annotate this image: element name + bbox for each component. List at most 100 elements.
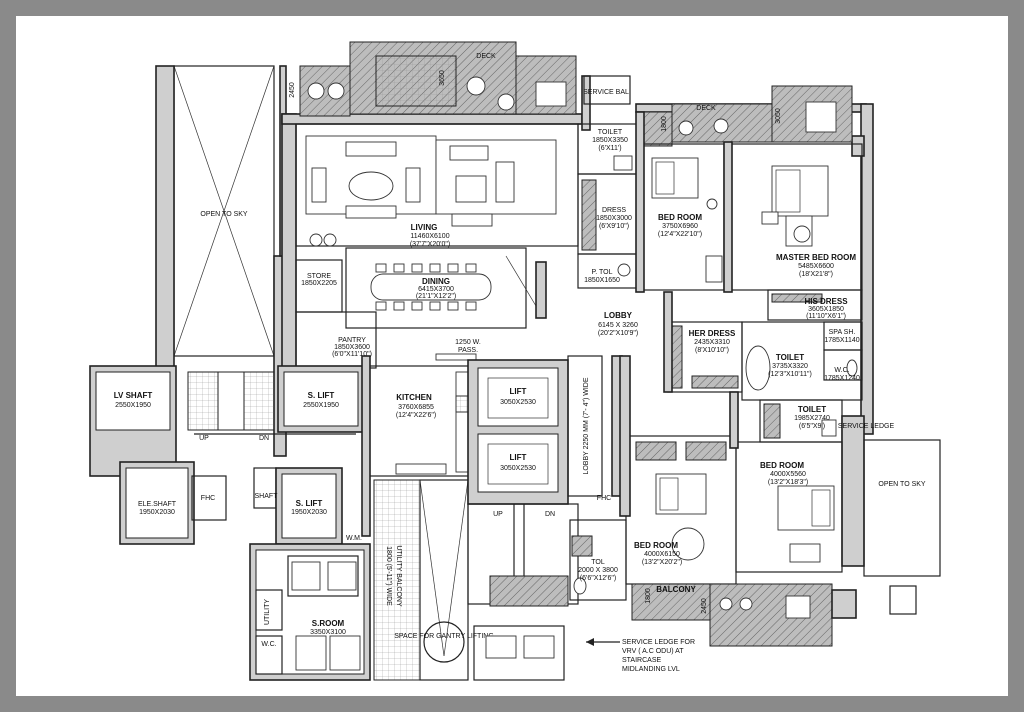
s-lift-bottom-dim: 1950X2030 — [291, 509, 327, 516]
wm-label: W.M. — [346, 535, 362, 542]
kitchen — [365, 365, 475, 477]
dining-room — [345, 247, 537, 329]
bedroom3-dim-ft: (13'2"X18'3") — [768, 479, 808, 486]
servant-block — [249, 543, 371, 681]
master-bed-name: MASTER BED ROOM — [776, 253, 856, 262]
lobby-dim-ft: (20'2"X10'9") — [598, 330, 638, 337]
utility-balcony-name: UTILITY BALCONY — [395, 545, 402, 607]
left-core — [89, 365, 365, 545]
lobby-name: LOBBY — [604, 311, 633, 320]
stair-up-center: UP — [493, 511, 503, 518]
master-bed-dim: 5485X6600 — [798, 263, 834, 270]
wc-master-dim: 1785X1240 — [824, 375, 860, 382]
lift2-dim: 3050X2530 — [500, 465, 536, 472]
dim-2450-bottom: 2450 — [701, 598, 708, 614]
her-dress-dim-ft: (8'X10'10") — [695, 347, 729, 354]
bedroom1-name: BED ROOM — [658, 213, 702, 222]
shaft-name: SHAFT — [255, 493, 279, 500]
living-room — [295, 123, 579, 247]
tol-room — [569, 519, 627, 601]
lift-core — [467, 355, 623, 681]
note-line1: SERVICE LEDGE FOR — [622, 639, 695, 646]
lift2-name: LIFT — [510, 453, 527, 462]
master-bed-dim-ft: (18'X21'8") — [799, 271, 833, 278]
pantry-dim-ft: (6'0"X11'10") — [332, 351, 372, 358]
lv-shaft-name: LV SHAFT — [114, 391, 153, 400]
utility-small-label: UTILITY — [264, 599, 271, 625]
note-line2: VRV ( A.C ODU) AT — [622, 648, 684, 655]
lift1-name: LIFT — [510, 387, 527, 396]
living-dim: 11460X6100 — [410, 233, 449, 240]
bedroom2-name: BED ROOM — [634, 541, 678, 550]
living-name: LIVING — [411, 223, 438, 232]
stair-up-left: UP — [199, 435, 209, 442]
service-bal-label: SERVICE BAL — [583, 89, 629, 96]
s-lift-top-dim: 2550X1950 — [303, 402, 339, 409]
s-room-dim: 3350X3100 — [310, 629, 346, 636]
his-dress-wardrobe — [771, 293, 823, 303]
el-shaft-name: ELE.SHAFT — [138, 501, 177, 508]
lift1-dim: 3050X2530 — [500, 399, 536, 406]
service-ledge-note — [586, 638, 620, 646]
s-lift-bottom-name: S. LIFT — [296, 499, 323, 508]
spa-sh-name: SPA SH. — [829, 329, 856, 336]
bedroom2-dim-ft: (13'2"X20'2") — [642, 559, 682, 566]
his-dress-dim-ft: (11'10"X6'1") — [806, 313, 846, 320]
his-dress-name: HIS DRESS — [804, 297, 848, 306]
gantry-label: SPACE FOR GANTRY LIFTING — [394, 633, 494, 640]
toilet-top-name: TOILET — [598, 129, 623, 136]
service-balcony — [583, 75, 631, 105]
bedroom1-dim: 3750X6960 — [662, 223, 698, 230]
balcony-label: BALCONY — [656, 585, 696, 594]
toilet-master-name: TOILET — [776, 353, 804, 362]
el-shaft-dim: 1950X2030 — [139, 509, 175, 516]
fhc-left: FHC — [201, 495, 215, 502]
toilet-right-dim: 1985X2740 — [794, 415, 830, 422]
dining-dim: 6415X3700 — [418, 286, 454, 293]
interior-walls — [361, 111, 739, 537]
his-dress-dim: 3605X1850 — [808, 306, 844, 313]
his-dress-room — [767, 289, 863, 321]
passage-width: 1250 W. — [455, 339, 481, 346]
dining-dim-ft: (21'1"X12'2") — [416, 293, 456, 300]
lobby-dim: 6145 X 3260 — [598, 322, 638, 329]
tol-dim: 2000 X 3800 — [578, 567, 618, 574]
tol-name: TOL — [591, 559, 605, 566]
bedroom2-dim: 4000X6150 — [644, 551, 680, 558]
tol-dim-ft: (6'6"X12'6") — [580, 575, 616, 582]
floor-plan-frame: OPEN TO SKY DECK 2450 3650 SERVICE BAL D… — [16, 16, 1008, 696]
store-name: STORE — [307, 273, 331, 280]
toilet-top-dim-ft: (6'X11') — [598, 145, 621, 152]
lv-shaft-dim: 2550X1950 — [115, 402, 151, 409]
fhc-center: FHC — [597, 495, 611, 502]
open-to-sky-right — [863, 439, 941, 577]
dim-2450-top: 2450 — [289, 82, 296, 98]
bedroom3-dim: 4000X5560 — [770, 471, 806, 478]
deck-right — [635, 85, 853, 147]
small-box — [889, 585, 917, 615]
service-ledge-label: SERVICE LEDGE — [838, 423, 895, 430]
master-bedroom — [729, 143, 863, 291]
deck-left-label: DECK — [476, 53, 496, 60]
dim-3050: 3050 — [775, 108, 782, 124]
bedroom1-dim-ft: (12'4"X22'10") — [658, 231, 702, 238]
toilet-right-name: TOILET — [798, 405, 826, 414]
bedroom3-name: BED ROOM — [760, 461, 804, 470]
kitchen-name: KITCHEN — [396, 393, 432, 402]
dining-name: DINING — [422, 277, 450, 286]
dress-dim: 1850X3000 — [596, 215, 632, 222]
spa-sh-dim: 1785X1140 — [824, 337, 859, 344]
p-tol-dim: 1850X1650 — [584, 277, 620, 284]
kitchen-dim-ft: (12'4"X22'6") — [396, 412, 436, 419]
deck-left — [299, 41, 577, 117]
passage-counter — [435, 353, 477, 361]
toilet-master-dim: 3735X3320 — [772, 363, 808, 370]
service-ledge-wall — [841, 415, 865, 567]
toilet-top-dim: 1850X3350 — [592, 137, 628, 144]
dress-name: DRESS — [602, 207, 626, 214]
open-to-sky-right-label: OPEN TO SKY — [878, 481, 926, 488]
her-dress-name: HER DRESS — [689, 329, 736, 338]
stair-dn-center: DN — [545, 511, 555, 518]
dim-3650: 3650 — [439, 70, 446, 86]
p-tol-name: P. TOL — [591, 269, 612, 276]
